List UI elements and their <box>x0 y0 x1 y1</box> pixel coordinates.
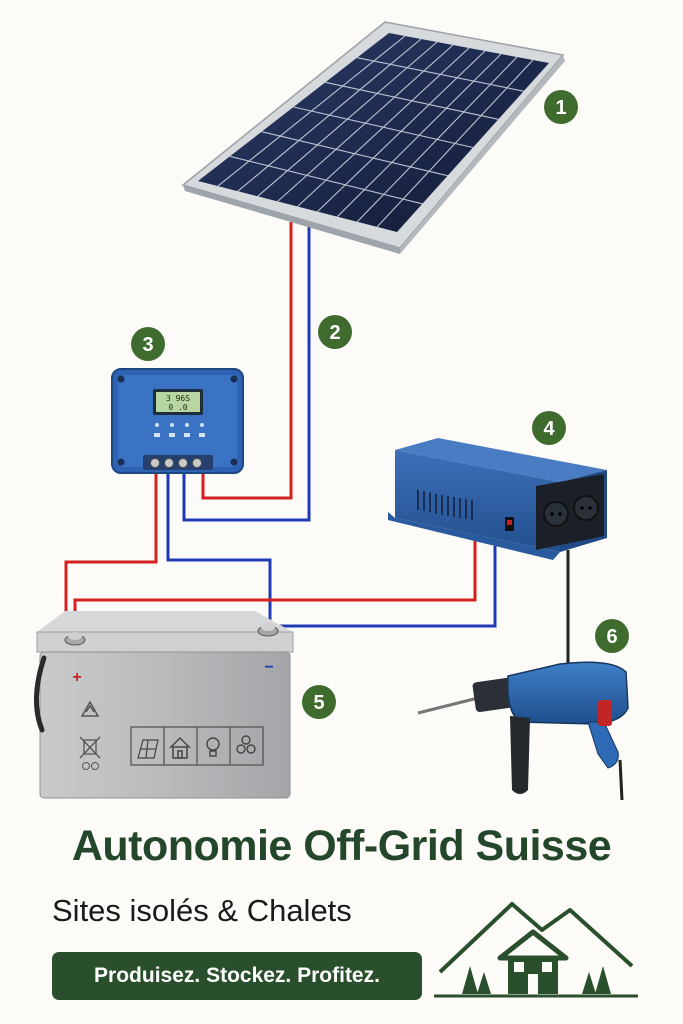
inverter-icon <box>388 438 607 560</box>
badge-3-label: 3 <box>142 334 153 356</box>
recycle-icon <box>80 700 100 717</box>
chalet-mountains-icon <box>434 902 638 998</box>
charge-controller-icon: 3 96S 0 .0 <box>111 368 244 474</box>
fan-icon <box>236 735 256 754</box>
badge-4: 4 <box>532 411 566 445</box>
drill-icon <box>417 661 629 801</box>
bin-crossed-icon <box>79 736 101 759</box>
badge-6: 6 <box>595 619 629 653</box>
badge-6-label: 6 <box>606 626 617 648</box>
controller-battery-positive-wire <box>64 470 158 632</box>
badge-1-label: 1 <box>555 97 566 119</box>
battery-inverter-negative-wire <box>275 546 497 628</box>
mini-solar-icon <box>137 739 159 759</box>
house-icon <box>169 736 191 759</box>
slogan-banner: Produisez. Stockez. Profitez. <box>52 952 422 1000</box>
badge-1: 1 <box>544 90 578 124</box>
controller-display-line2: 0 .0 <box>168 403 187 412</box>
battery-icon: + − <box>33 611 294 799</box>
battery-negative-label: − <box>264 659 273 676</box>
panel-negative-wire <box>182 225 311 522</box>
battery-positive-label: + <box>72 669 81 686</box>
badge-3: 3 <box>131 327 165 361</box>
panel-positive-wire <box>201 222 293 500</box>
controller-display-line1: 3 96S <box>166 394 190 403</box>
badge-2-label: 2 <box>329 322 340 344</box>
page-subtitle: Sites isolés & Chalets <box>52 893 352 928</box>
lightbulb-icon <box>206 737 220 757</box>
solar-panel-icon <box>181 21 565 254</box>
badge-2: 2 <box>318 315 352 349</box>
badge-5-label: 5 <box>313 692 324 714</box>
badge-5: 5 <box>302 685 336 719</box>
badge-4-label: 4 <box>543 418 555 440</box>
controller-battery-negative-wire <box>166 470 272 626</box>
page-title: Autonomie Off-Grid Suisse <box>71 822 612 870</box>
